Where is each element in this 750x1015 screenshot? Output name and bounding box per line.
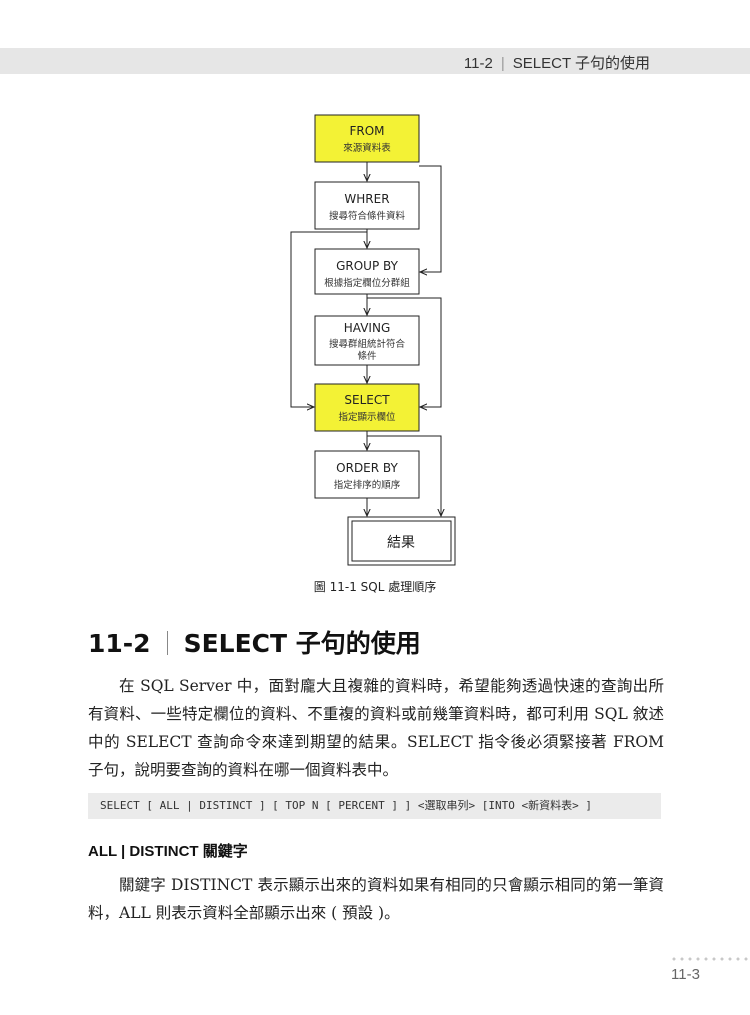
- arrow-select-to-result-bypass: [367, 435, 441, 516]
- arrow-from-to-groupby-bypass: [419, 165, 442, 272]
- arrow-where-to-select-bypass: [290, 231, 367, 407]
- flow-box-from-title: FROM: [349, 124, 384, 138]
- flow-box-result: 結果: [347, 516, 456, 566]
- flow-box-having: HAVING 搜尋群組統計符合 條件: [314, 315, 420, 366]
- subheading-all-distinct: ALL | DISTINCT 關鍵字: [88, 843, 248, 860]
- section-heading-divider: [166, 631, 168, 655]
- section-number: 11-2: [88, 629, 151, 658]
- running-header-separator: |: [500, 55, 505, 72]
- flow-box-having-title: HAVING: [344, 321, 391, 335]
- flow-box-where-subtitle: 搜尋符合條件資料: [329, 210, 406, 222]
- flow-box-groupby-subtitle: 根據指定欄位分群組: [324, 277, 410, 289]
- syntax-code-block: SELECT [ ALL | DISTINCT ] [ TOP N [ PERC…: [88, 793, 661, 819]
- body-paragraph-intro: 在 SQL Server 中，面對龐大且複雜的資料時，希望能夠透過快速的查詢出所…: [88, 677, 664, 779]
- flow-box-select: SELECT 指定顯示欄位: [314, 383, 420, 432]
- flow-box-from-subtitle: 來源資料表: [343, 142, 391, 154]
- flow-box-from: FROM 來源資料表: [314, 114, 420, 163]
- flow-box-select-subtitle: 指定顯示欄位: [338, 411, 396, 423]
- page-number: 11-3: [671, 966, 700, 983]
- flow-box-groupby: GROUP BY 根據指定欄位分群組: [314, 248, 420, 295]
- running-header-title: SELECT 子句的使用: [512, 55, 650, 72]
- running-header-bar: [0, 48, 750, 74]
- flow-box-orderby: ORDER BY 指定排序的順序: [314, 450, 420, 499]
- figure-caption: 圖 11-1 SQL 處理順序: [313, 580, 437, 594]
- page-number-dots: [670, 957, 748, 961]
- section-heading: 11-2 SELECT 子句的使用: [88, 624, 421, 660]
- flow-box-orderby-title: ORDER BY: [336, 461, 398, 475]
- flow-box-having-subtitle: 搜尋群組統計符合: [329, 338, 406, 350]
- flow-box-where-title: WHRER: [344, 192, 389, 206]
- flow-box-where: WHRER 搜尋符合條件資料: [314, 181, 420, 230]
- body-paragraph-distinct: 關鍵字 DISTINCT 表示顯示出來的資料如果有相同的只會顯示相同的第一筆資料…: [88, 876, 664, 922]
- running-header-section: 11-2: [463, 55, 493, 72]
- flow-box-groupby-title: GROUP BY: [336, 259, 398, 273]
- sql-processing-flowchart: FROM 來源資料表 WHRER 搜尋符合條件資料 GROUP BY 根據指定欄…: [290, 114, 456, 566]
- running-header: 11-2 | SELECT 子句的使用: [464, 52, 650, 73]
- flow-box-select-title: SELECT: [344, 393, 390, 407]
- section-title: SELECT 子句的使用: [183, 629, 421, 658]
- arrow-groupby-to-select-bypass: [367, 297, 442, 407]
- flow-box-orderby-subtitle: 指定排序的順序: [334, 479, 401, 491]
- flow-box-having-subtitle-line2: 條件: [357, 350, 377, 362]
- flow-box-result-label: 結果: [387, 535, 415, 551]
